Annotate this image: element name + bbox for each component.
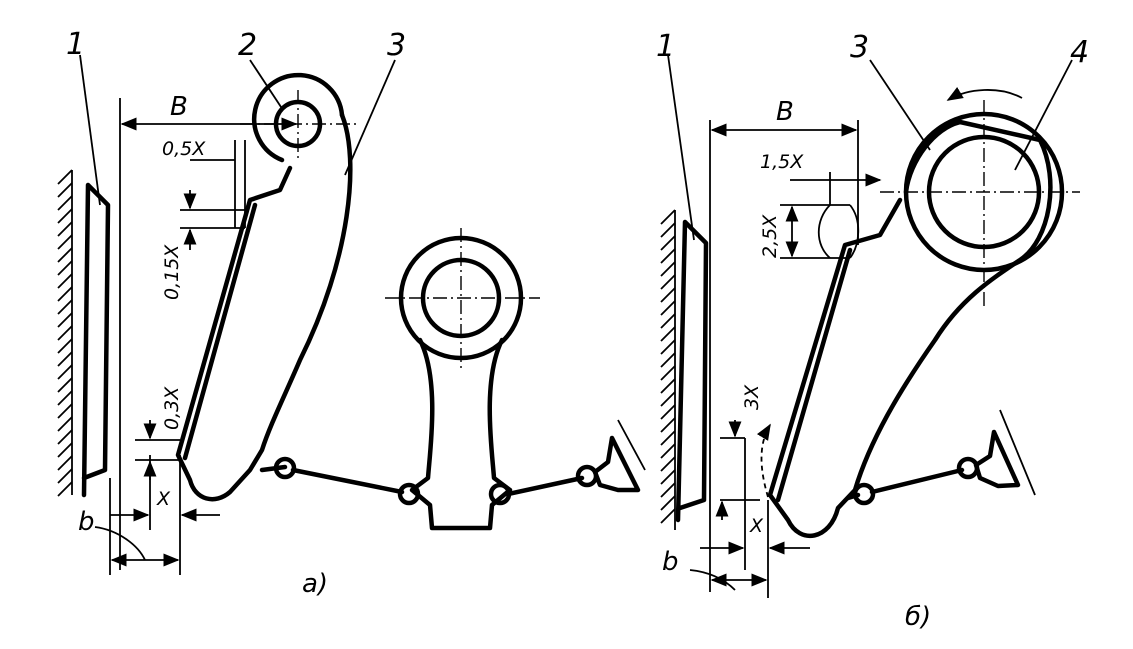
wall-hatch-line bbox=[660, 274, 676, 290]
dim-B-b: B bbox=[776, 97, 794, 127]
dim-25x-b: 2,5X bbox=[759, 214, 781, 258]
toggle-links-a bbox=[259, 419, 646, 506]
wall-hatch-line bbox=[660, 365, 676, 381]
moving-jaw-a bbox=[175, 112, 353, 502]
wall-hatch-line bbox=[57, 403, 73, 419]
wall-hatch-line bbox=[57, 481, 73, 497]
wall-hatch-line bbox=[660, 222, 676, 238]
wall-hatch-line bbox=[57, 325, 73, 341]
dim-x-b: X bbox=[749, 515, 764, 537]
wall-hatch-line bbox=[57, 260, 73, 276]
dim-05x-a: 0,5X bbox=[162, 138, 206, 160]
wall-hatch-line bbox=[660, 456, 676, 472]
callout-4-b: 4 bbox=[1070, 35, 1089, 70]
caption-a: a) bbox=[302, 569, 328, 599]
wall-hatch-line bbox=[57, 299, 73, 315]
wall-hatch-line bbox=[57, 221, 73, 237]
wall-hatch-line bbox=[660, 417, 676, 433]
wall-hatch-line bbox=[57, 234, 73, 250]
dim-03x-a: 0,3X bbox=[161, 386, 183, 430]
fixed-wall-b bbox=[660, 209, 676, 530]
wall-hatch-line bbox=[57, 468, 73, 484]
wall-hatch-line bbox=[57, 351, 73, 367]
dim-3x-b: 3X bbox=[741, 384, 763, 410]
wall-hatch-line bbox=[57, 390, 73, 406]
wall-hatch-line bbox=[660, 404, 676, 420]
wall-hatch-line bbox=[57, 442, 73, 458]
wall-hatch-line bbox=[57, 195, 73, 211]
wall-hatch-line bbox=[57, 247, 73, 263]
wall-hatch-line bbox=[660, 248, 676, 264]
wall-hatch-line bbox=[57, 364, 73, 380]
wall-hatch-line bbox=[57, 182, 73, 198]
wall-hatch-line bbox=[660, 508, 676, 524]
figure-a: 1 2 3 B 0,5X 0,15X 0,3X X b a) bbox=[57, 27, 646, 599]
callout-3-b: 3 bbox=[850, 30, 869, 65]
wall-hatch-line bbox=[660, 482, 676, 498]
dim-b-b: b bbox=[662, 547, 679, 577]
moving-jaw-b bbox=[767, 119, 1053, 539]
wall-hatch-line bbox=[57, 338, 73, 354]
wall-hatch-line bbox=[57, 312, 73, 328]
wall-hatch-line bbox=[660, 287, 676, 303]
wall-hatch-line bbox=[660, 495, 676, 511]
dim-15x-b: 1,5X bbox=[760, 151, 804, 173]
wall-hatch-line bbox=[660, 209, 676, 225]
callout-3-a: 3 bbox=[387, 28, 406, 63]
fixed-jaw-b bbox=[675, 219, 709, 523]
dimensions-b bbox=[689, 120, 882, 598]
toggle-links-b bbox=[845, 409, 1036, 506]
dim-015x-a: 0,15X bbox=[161, 244, 183, 300]
dim-B-a: B bbox=[170, 92, 188, 122]
wall-hatch-line bbox=[660, 235, 676, 251]
pitman-a bbox=[385, 228, 540, 531]
wall-hatch-line bbox=[660, 443, 676, 459]
callout-2-a: 2 bbox=[238, 28, 257, 63]
wall-hatch-line bbox=[57, 429, 73, 445]
wall-hatch-line bbox=[57, 169, 73, 185]
wall-hatch-line bbox=[660, 261, 676, 277]
fixed-wall-a bbox=[57, 169, 73, 497]
wall-hatch-line bbox=[660, 378, 676, 394]
wall-hatch-line bbox=[660, 313, 676, 329]
fixed-jaw-a bbox=[81, 182, 111, 498]
callout-1-b: 1 bbox=[656, 29, 675, 64]
dimensions-a bbox=[94, 98, 298, 575]
wall-hatch-line bbox=[57, 455, 73, 471]
wall-hatch-line bbox=[660, 430, 676, 446]
caption-b: б) bbox=[905, 602, 931, 632]
wall-hatch-line bbox=[660, 352, 676, 368]
wall-hatch-line bbox=[57, 208, 73, 224]
wall-hatch-line bbox=[57, 286, 73, 302]
wall-hatch-line bbox=[57, 416, 73, 432]
dim-b-a: b bbox=[78, 507, 95, 537]
figure-b: 1 3 4 B 1,5X 2,5X 3X X b б) bbox=[656, 29, 1089, 632]
wall-hatch-line bbox=[660, 469, 676, 485]
dim-x-a: X bbox=[156, 488, 171, 510]
wall-hatch-line bbox=[57, 273, 73, 289]
wall-hatch-line bbox=[660, 326, 676, 342]
wall-hatch-line bbox=[660, 391, 676, 407]
wall-hatch-line bbox=[660, 339, 676, 355]
wall-hatch-line bbox=[57, 377, 73, 393]
wall-hatch-line bbox=[660, 300, 676, 316]
callout-1-a: 1 bbox=[66, 27, 85, 62]
